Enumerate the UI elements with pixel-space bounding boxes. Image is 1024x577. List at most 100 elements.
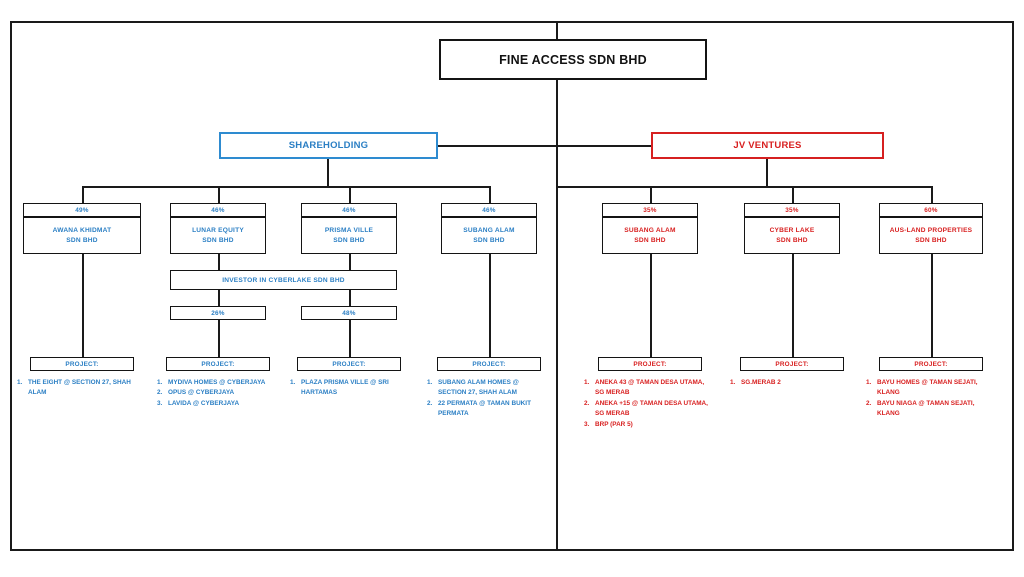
list-item: 2. 22 PERMATA @ TAMAN BUKIT PERMATA bbox=[427, 399, 547, 420]
branch-shareholding-label: SHAREHOLDING bbox=[288, 140, 369, 151]
list-text: THE EIGHT @ SECTION 27, SHAH ALAM bbox=[28, 379, 131, 397]
shareholding-bus-leg-2 bbox=[218, 186, 220, 204]
jv-bus-leg-3 bbox=[931, 186, 933, 204]
pct-badge-cyberlake-right: 48% bbox=[301, 306, 397, 320]
root-node-label: FINE ACCESS SDN BHD bbox=[499, 52, 647, 67]
list-text: LAVIDA @ CYBERJAYA bbox=[168, 399, 240, 407]
company-investor-in-cyberlake[interactable]: INVESTOR IN CYBERLAKE SDN BHD bbox=[170, 270, 397, 290]
list-item: 1. SG.MERAB 2 bbox=[730, 378, 850, 388]
list-item: 3. LAVIDA @ CYBERJAYA bbox=[157, 399, 275, 409]
outer-frame bbox=[10, 21, 1014, 551]
list-item: 1. MYDIVA HOMES @ CYBERJAYA bbox=[157, 378, 275, 388]
company-name-line1: CYBER LAKE bbox=[769, 226, 815, 234]
connector-cyberlake-to-project bbox=[792, 254, 794, 357]
company-name-line2: SDN BHD bbox=[333, 236, 365, 244]
list-number: 2. bbox=[427, 399, 433, 407]
list-item: 2. ANEKA +15 @ TAMAN DESA UTAMA, SG MERA… bbox=[584, 399, 708, 420]
list-number: 1. bbox=[584, 379, 590, 386]
connector-pct26-to-project bbox=[218, 320, 220, 357]
project-list-prisma: 1. PLAZA PRISMA VILLE @ SRI HARTAMAS bbox=[290, 378, 408, 399]
list-item: 1. SUBANG ALAM HOMES @ SECTION 27, SHAH … bbox=[427, 378, 547, 399]
company-name-line1: SUBANG ALAM bbox=[463, 226, 515, 234]
project-heading-label: PROJECT: bbox=[633, 360, 667, 368]
connector-prisma-to-investor bbox=[349, 254, 351, 270]
list-number: 1. bbox=[157, 379, 163, 386]
company-name-line2: SDN BHD bbox=[473, 236, 505, 244]
pct-value: 46% bbox=[211, 206, 225, 214]
shareholding-drop bbox=[327, 159, 329, 187]
trunk-below-branches bbox=[556, 145, 559, 187]
shareholding-bus-leg-4 bbox=[489, 186, 491, 204]
project-list-aus-land: 1. BAYU HOMES @ TAMAN SEJATI, KLANG 2. B… bbox=[866, 378, 988, 420]
project-heading-label: PROJECT: bbox=[201, 360, 235, 368]
project-heading-label: PROJECT: bbox=[332, 360, 366, 368]
pct-value: 60% bbox=[924, 206, 938, 214]
company-name-line2: SDN BHD bbox=[776, 236, 808, 244]
connector-pct48-to-project bbox=[349, 320, 351, 357]
project-header-subang-sh: PROJECT: bbox=[437, 357, 541, 371]
pct-value: 49% bbox=[75, 206, 89, 214]
company-subang-alam-jv[interactable]: SUBANG ALAM SDN BHD bbox=[602, 217, 698, 254]
company-name-line2: SDN BHD bbox=[66, 236, 98, 244]
list-item: 3. BRP (PAR 5) bbox=[584, 420, 708, 430]
pct-value: 46% bbox=[482, 206, 496, 214]
company-cyber-lake[interactable]: CYBER LAKE SDN BHD bbox=[744, 217, 840, 254]
project-list-awana: 1. THE EIGHT @ SECTION 27, SHAH ALAM bbox=[17, 378, 139, 399]
pct-badge-prisma-ville: 46% bbox=[301, 203, 397, 217]
company-name-line1: SUBANG ALAM bbox=[624, 226, 676, 234]
list-text: BRP (PAR 5) bbox=[595, 420, 633, 428]
list-text: 22 PERMATA @ TAMAN BUKIT PERMATA bbox=[438, 399, 531, 418]
pct-value: 26% bbox=[211, 309, 225, 317]
project-list-cyber-lake: 1. SG.MERAB 2 bbox=[730, 378, 850, 388]
company-lunar-equity[interactable]: LUNAR EQUITY SDN BHD bbox=[170, 217, 266, 254]
jv-bus bbox=[556, 186, 933, 189]
jv-drop bbox=[766, 159, 768, 187]
branch-shareholding[interactable]: SHAREHOLDING bbox=[219, 132, 438, 159]
connector-investor-to-pct-48 bbox=[349, 290, 351, 306]
list-number: 1. bbox=[290, 379, 296, 386]
connector-subang-sh-to-project bbox=[489, 254, 491, 357]
pct-badge-subang-alam-jv: 35% bbox=[602, 203, 698, 217]
project-heading-label: PROJECT: bbox=[472, 360, 506, 368]
company-subang-alam-sh[interactable]: SUBANG ALAM SDN BHD bbox=[441, 217, 537, 254]
project-header-aus-land: PROJECT: bbox=[879, 357, 983, 371]
list-number: 2. bbox=[866, 399, 872, 407]
pct-value: 35% bbox=[785, 206, 799, 214]
connector-investor-to-pct-26 bbox=[218, 290, 220, 306]
company-prisma-ville[interactable]: PRISMA VILLE SDN BHD bbox=[301, 217, 397, 254]
list-text: OPUS @ CYBERJAYA bbox=[168, 389, 235, 397]
company-name-line2: SDN BHD bbox=[634, 236, 666, 244]
jv-bus-leg-1 bbox=[650, 186, 652, 204]
list-number: 2. bbox=[157, 389, 163, 397]
root-node-fine-access[interactable]: FINE ACCESS SDN BHD bbox=[439, 39, 707, 80]
connector-awana-to-project bbox=[82, 254, 84, 357]
list-item: 2. OPUS @ CYBERJAYA bbox=[157, 388, 275, 398]
branch-jv-ventures-label: JV VENTURES bbox=[733, 140, 802, 151]
company-awana-khidmat[interactable]: AWANA KHIDMAT SDN BHD bbox=[23, 217, 141, 254]
branch-link-horizontal bbox=[437, 145, 652, 147]
shareholding-bus-leg-1 bbox=[82, 186, 84, 204]
project-heading-label: PROJECT: bbox=[65, 360, 99, 368]
investor-label: INVESTOR IN CYBERLAKE SDN BHD bbox=[222, 276, 345, 284]
list-number: 2. bbox=[584, 399, 590, 407]
list-number: 1. bbox=[17, 379, 23, 386]
list-number: 3. bbox=[157, 399, 163, 407]
project-list-subang-sh: 1. SUBANG ALAM HOMES @ SECTION 27, SHAH … bbox=[427, 378, 547, 420]
company-name-line1: LUNAR EQUITY bbox=[192, 226, 244, 234]
list-text: SG.MERAB 2 bbox=[741, 379, 781, 386]
list-text: SUBANG ALAM HOMES @ SECTION 27, SHAH ALA… bbox=[438, 379, 519, 397]
pct-badge-awana-khidmat: 49% bbox=[23, 203, 141, 217]
pct-badge-cyberlake-left: 26% bbox=[170, 306, 266, 320]
pct-value: 46% bbox=[342, 206, 356, 214]
company-name-line2: SDN BHD bbox=[202, 236, 234, 244]
company-name-line1: AUS-LAND PROPERTIES bbox=[889, 226, 973, 234]
trunk-root bbox=[556, 80, 559, 146]
list-number: 3. bbox=[584, 420, 590, 428]
project-header-lunar: PROJECT: bbox=[166, 357, 270, 371]
branch-jv-ventures[interactable]: JV VENTURES bbox=[651, 132, 884, 159]
list-item: 1. BAYU HOMES @ TAMAN SEJATI, KLANG bbox=[866, 378, 988, 399]
company-aus-land[interactable]: AUS-LAND PROPERTIES SDN BHD bbox=[879, 217, 983, 254]
list-number: 1. bbox=[866, 379, 872, 386]
list-text: PLAZA PRISMA VILLE @ SRI HARTAMAS bbox=[301, 379, 389, 397]
